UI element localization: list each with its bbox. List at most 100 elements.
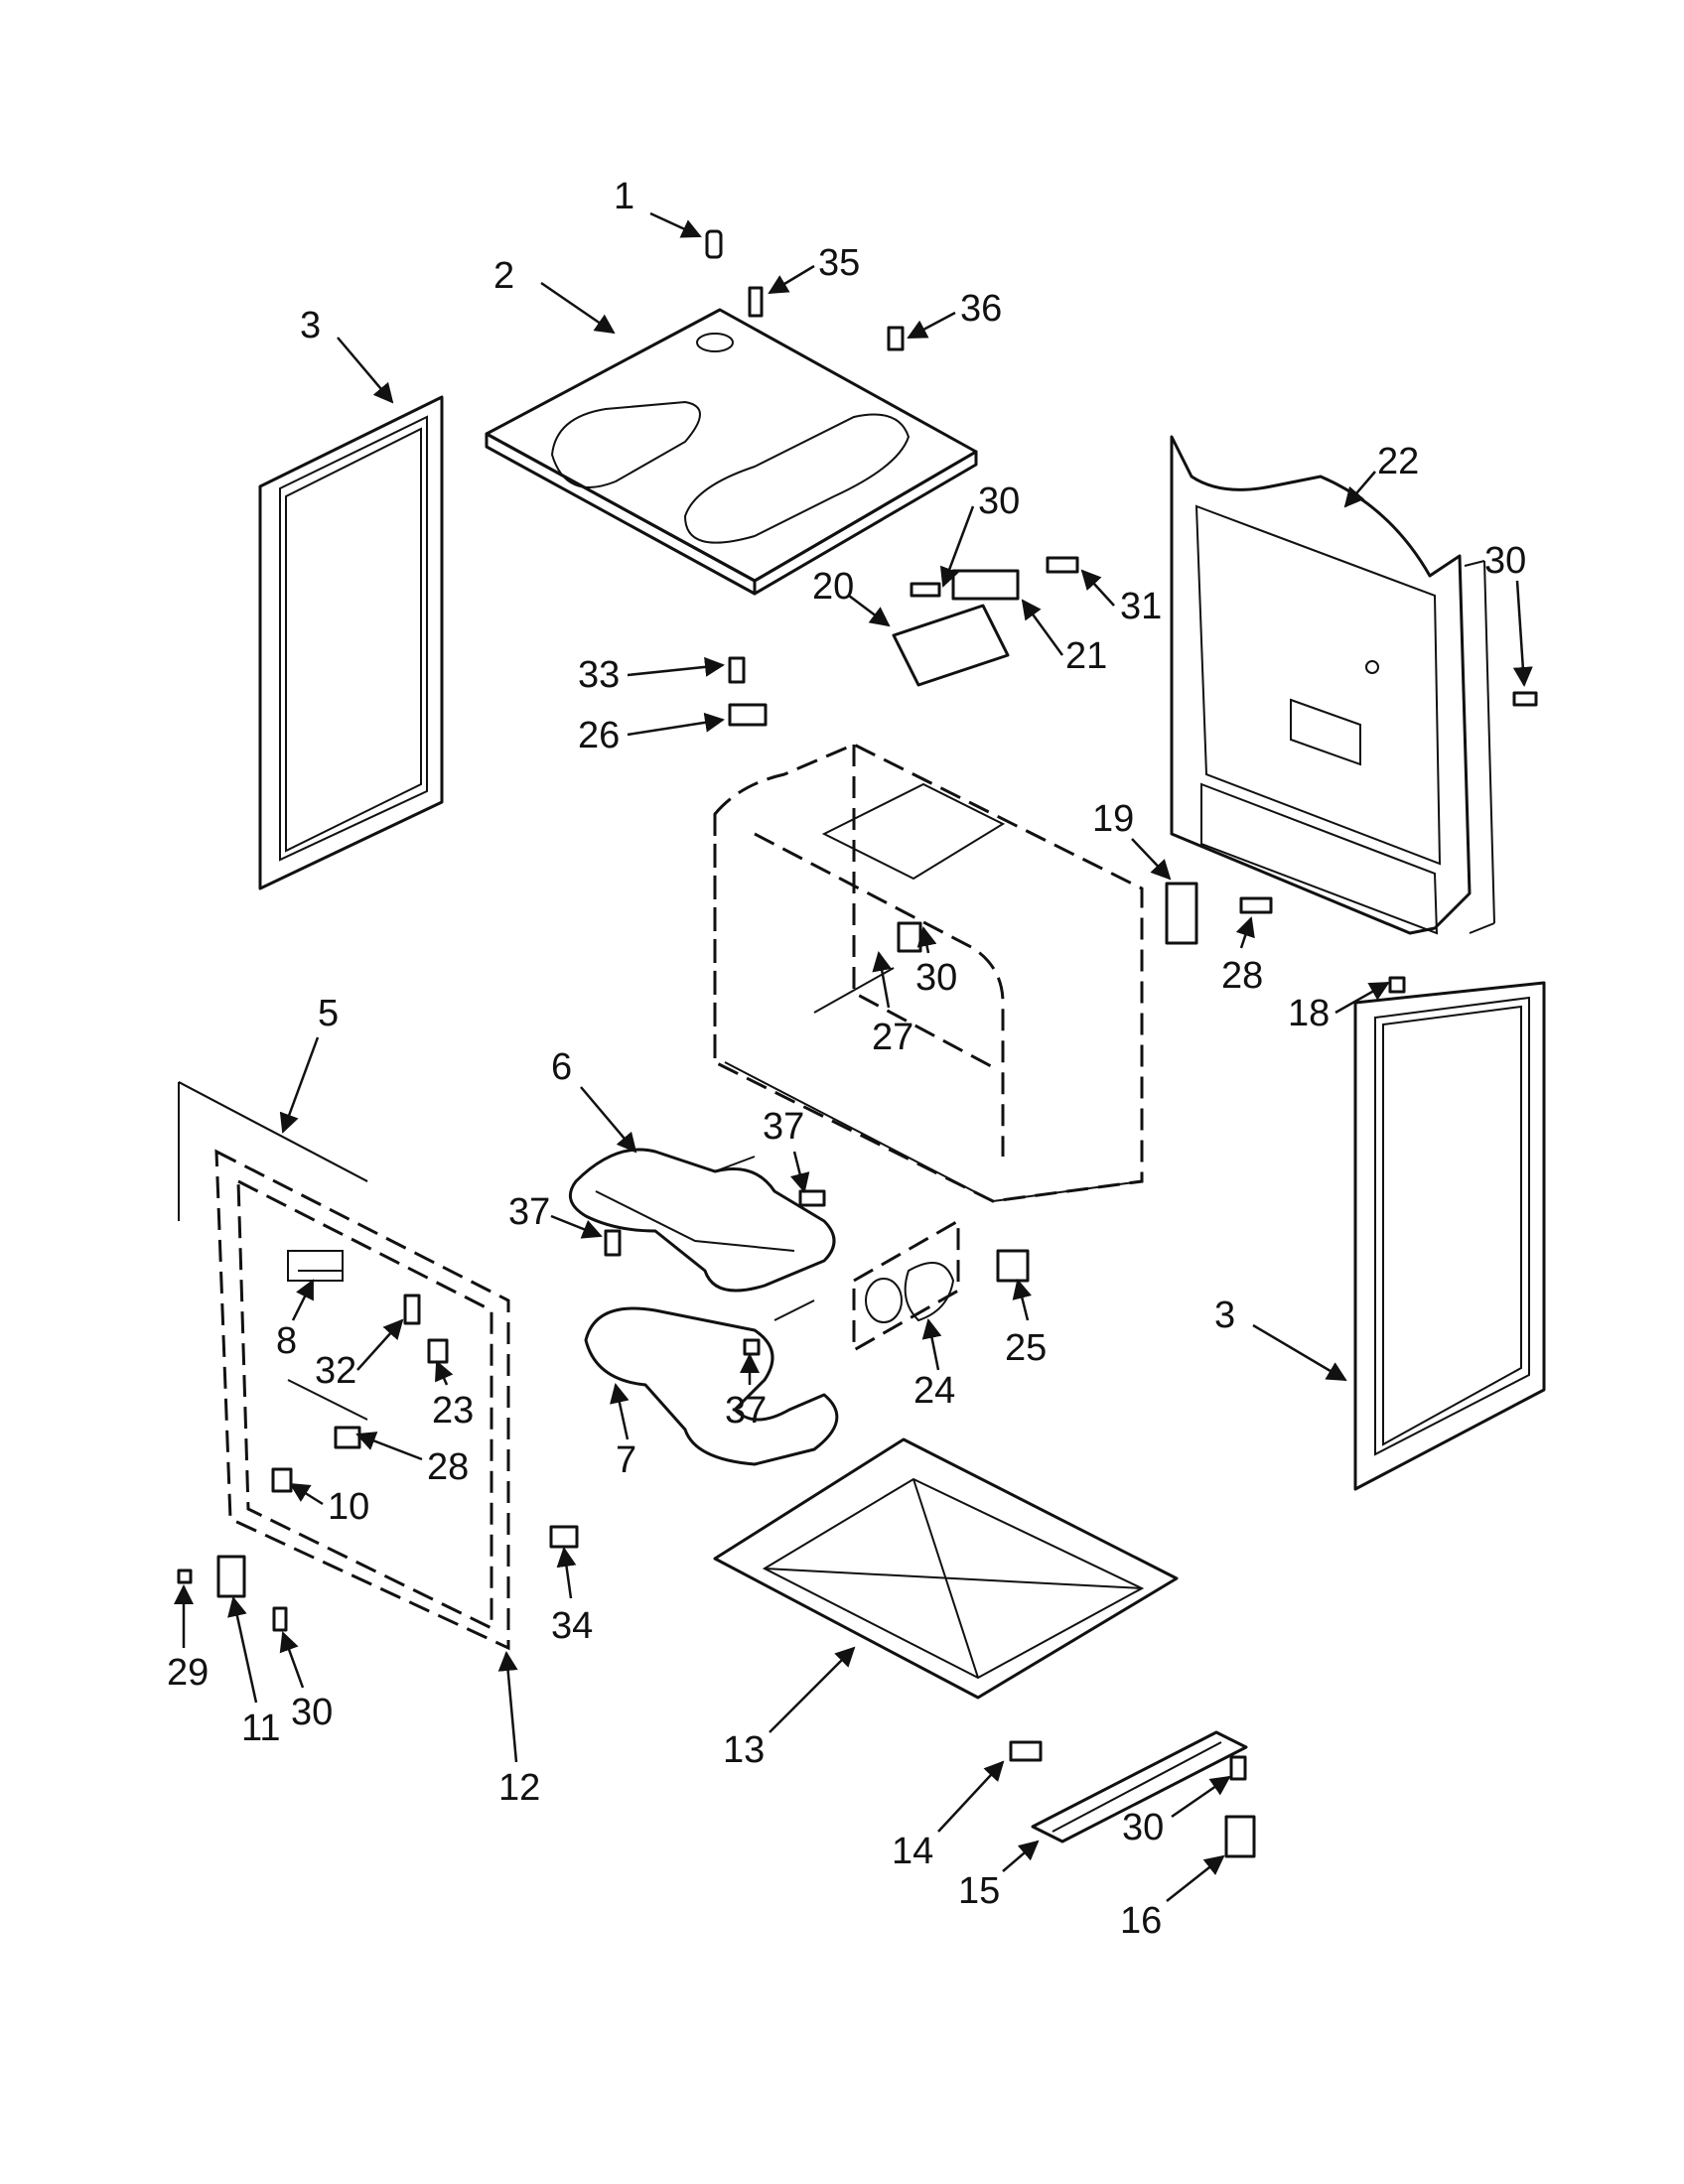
callout-7: 7	[616, 1439, 636, 1481]
part-14-shape	[1009, 1740, 1043, 1762]
leader-31	[1080, 569, 1115, 607]
leader-1	[649, 211, 702, 238]
callout-37: 37	[725, 1390, 767, 1432]
leader-2	[540, 281, 616, 335]
part-5-shape	[178, 1081, 368, 1182]
leader-15	[1002, 1840, 1040, 1872]
leader-35	[768, 264, 815, 295]
part-21-shape	[951, 569, 1020, 601]
leader-3	[337, 337, 394, 404]
callout-33: 33	[578, 654, 620, 696]
callout-30: 30	[1122, 1807, 1164, 1848]
leader-32	[356, 1318, 404, 1371]
leader-30c	[916, 926, 937, 954]
part-18-shape	[1388, 976, 1406, 994]
callout-15: 15	[958, 1870, 1000, 1912]
leader-11	[227, 1596, 258, 1704]
callout-37: 37	[763, 1106, 804, 1148]
leader-37a	[789, 1151, 810, 1193]
rear-panel	[1170, 435, 1495, 935]
part-32-shape	[403, 1294, 421, 1325]
leader-5	[279, 1036, 320, 1134]
callout-34: 34	[551, 1605, 593, 1647]
leader-26	[627, 712, 725, 737]
part-37c-shape	[743, 1338, 761, 1356]
part-30d-shape	[272, 1606, 288, 1632]
callout-23: 23	[432, 1390, 474, 1432]
part-27-shape	[897, 921, 922, 953]
callout-24: 24	[913, 1370, 955, 1412]
part-31-shape	[1046, 556, 1079, 574]
leader-23	[435, 1360, 454, 1386]
callout-3: 3	[1214, 1295, 1235, 1336]
leader-16	[1166, 1854, 1225, 1902]
callout-3: 3	[300, 305, 321, 346]
callout-2: 2	[493, 255, 514, 297]
callout-31: 31	[1120, 586, 1162, 627]
leader-27	[872, 951, 893, 1009]
leader-30d	[279, 1631, 305, 1689]
part-1-shape	[705, 229, 723, 259]
callout-18: 18	[1288, 993, 1330, 1034]
leader-33	[627, 656, 725, 677]
leader-lines	[174, 211, 1533, 1902]
leader-22	[1343, 471, 1376, 508]
part-30b-shape	[1512, 691, 1538, 707]
part-11-shape	[216, 1555, 246, 1598]
part-28a-shape	[1239, 896, 1273, 914]
callout-30: 30	[915, 957, 957, 999]
part-36-shape	[887, 326, 905, 351]
callout-19: 19	[1092, 798, 1134, 840]
oven-cavity	[713, 743, 1144, 1203]
callout-13: 13	[723, 1729, 765, 1771]
leader-37b	[550, 1214, 603, 1239]
leader-12	[497, 1651, 518, 1763]
callout-16: 16	[1120, 1900, 1162, 1942]
part-30a-shape	[910, 582, 941, 598]
part-33-shape	[728, 656, 746, 684]
right-side-panel	[1353, 981, 1546, 1491]
leader-30e	[1171, 1775, 1231, 1819]
leader-3b	[1252, 1323, 1347, 1382]
part-37b-shape	[604, 1229, 622, 1257]
broil-element	[568, 1148, 836, 1293]
bottom-pan	[713, 1437, 1179, 1700]
leader-6	[580, 1086, 637, 1154]
leader-21	[1021, 599, 1064, 656]
callout-12: 12	[498, 1767, 540, 1809]
leader-10	[289, 1482, 324, 1506]
callout-22: 22	[1377, 441, 1419, 482]
callout-20: 20	[812, 566, 854, 608]
callout-32: 32	[315, 1350, 356, 1392]
callout-1: 1	[614, 176, 634, 217]
part-25-shape	[996, 1249, 1030, 1283]
callout-26: 26	[578, 715, 620, 756]
part-19-shape	[1165, 882, 1198, 945]
callout-30: 30	[1484, 540, 1526, 582]
callout-30: 30	[291, 1692, 333, 1733]
bake-element	[584, 1299, 839, 1466]
leader-8	[291, 1279, 315, 1321]
callouts: 1 2 3 35 36 22 30 30 31 20 21 33 26 19 2…	[167, 176, 1526, 1942]
callout-14: 14	[892, 1831, 933, 1872]
leader-18	[1334, 981, 1390, 1015]
leader-36	[907, 311, 956, 340]
leader-28b	[355, 1432, 423, 1461]
callout-25: 25	[1005, 1327, 1047, 1369]
part-37a-shape	[798, 1189, 826, 1207]
callout-28: 28	[427, 1446, 469, 1488]
callout-37: 37	[508, 1191, 550, 1233]
small-hardware	[177, 229, 1538, 1858]
left-side-panel	[258, 395, 444, 890]
leader-14	[937, 1760, 1005, 1833]
callout-35: 35	[818, 242, 860, 284]
callout-28: 28	[1221, 955, 1263, 997]
callout-5: 5	[318, 993, 339, 1034]
leader-24	[921, 1318, 942, 1371]
leader-13	[769, 1646, 856, 1733]
part-26-shape	[728, 703, 768, 727]
callout-10: 10	[328, 1486, 369, 1528]
callout-30: 30	[978, 480, 1020, 522]
leader-30b	[1512, 580, 1533, 687]
callout-8: 8	[276, 1320, 297, 1362]
